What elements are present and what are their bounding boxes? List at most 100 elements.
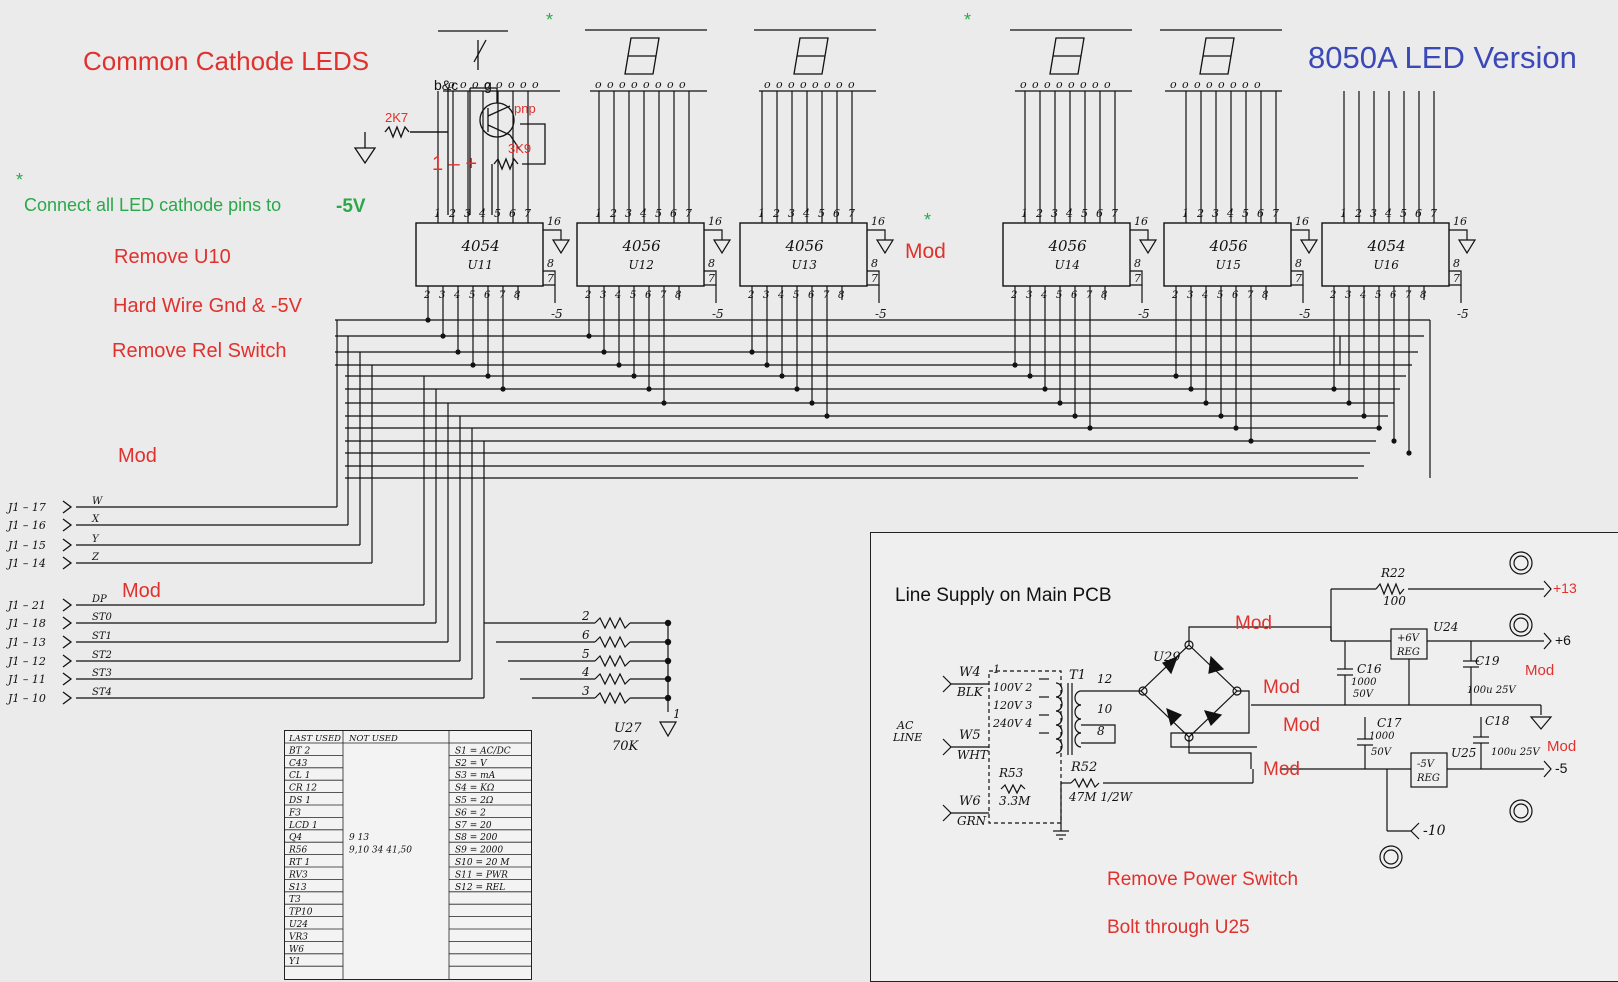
ic-pin-number: 7 xyxy=(1111,207,1118,220)
digit-pin-label: o xyxy=(532,78,539,91)
star-marker: * xyxy=(16,170,24,190)
ic-pin-number: 5 xyxy=(1375,290,1381,301)
table-cell: S12 = REL xyxy=(455,883,505,893)
star-marker-1: * xyxy=(546,10,554,30)
digit-pin-label: o xyxy=(619,78,626,91)
table-cell: S6 = 2 xyxy=(455,808,486,818)
table-cell: S1 = AC/DC xyxy=(455,746,511,756)
junction-dot xyxy=(779,373,785,379)
connector-signal-label: Y xyxy=(92,534,100,545)
bolt-note: Bolt through U25 xyxy=(1107,917,1250,938)
ic-pin-number: 4 xyxy=(1040,290,1047,301)
table-cell: CL 1 xyxy=(289,771,310,781)
connector-signal-label: Z xyxy=(91,552,100,563)
digit-pin-label: o xyxy=(1230,78,1237,91)
u25-label: -5V xyxy=(1417,759,1436,770)
pnp-transistor xyxy=(353,87,546,215)
ic-pin-number: 8 xyxy=(1262,290,1268,301)
digit-pin-label: o xyxy=(800,78,807,91)
ac-line-label: LINE xyxy=(892,731,922,744)
connector-signal-label: ST2 xyxy=(92,650,112,661)
output-plus6: +6 xyxy=(1555,632,1571,648)
minus-5-label: -5 xyxy=(712,307,724,321)
digit-pin-label: o xyxy=(655,78,662,91)
ic-pin-number: 7 xyxy=(660,290,667,301)
ic-pin-number: 8 xyxy=(1453,257,1460,270)
table-cell: S8 = 200 xyxy=(455,833,498,843)
ic-pin-number: 6 xyxy=(670,207,677,220)
transistor-type-label: pnp xyxy=(514,101,536,116)
table-cell: Y1 xyxy=(289,957,301,967)
ic-box xyxy=(739,222,868,287)
u27-ref: U27 xyxy=(614,721,642,736)
table-cell: S7 = 20 xyxy=(455,821,492,831)
u27-pin-number: 4 xyxy=(581,665,590,679)
table-cell: S9 = 2000 xyxy=(455,846,503,856)
connector-signal-label: W xyxy=(92,496,103,507)
ic-pin-number: 7 xyxy=(1134,272,1141,285)
ic-pin-number: 4 xyxy=(802,207,810,220)
connector-arrow xyxy=(62,672,73,686)
digit-pin-label: o xyxy=(448,78,455,91)
junction-dot xyxy=(661,400,667,406)
junction-dot xyxy=(1233,425,1239,431)
ic-pin-number: 6 xyxy=(509,207,516,220)
c18-value: 100u 25V xyxy=(1491,747,1541,758)
transformer-tap: 240V 4 xyxy=(992,717,1032,730)
ic-pin-number: 1 xyxy=(1182,207,1189,220)
line-supply-drawing: Line Supply on Main PCBACLINEW4BLKW5WHTW… xyxy=(892,551,1577,938)
wire-ref: W4 xyxy=(959,665,981,680)
minus-5-label: -5 xyxy=(1457,307,1469,321)
u27-pin-number: 6 xyxy=(582,628,590,642)
digit-pin-label: o xyxy=(460,78,467,91)
c16-value: 1000 xyxy=(1351,677,1377,688)
connector-signal-label: ST4 xyxy=(92,687,112,698)
digit-pin-label: o xyxy=(776,78,783,91)
ic-pin-number: 8 xyxy=(1420,290,1426,301)
mod-note-left-2: Mod xyxy=(122,580,161,602)
ic-ref-label: U13 xyxy=(792,258,818,272)
connect-voltage-note: -5V xyxy=(336,196,366,217)
ic-pin-number: 3 xyxy=(1026,290,1032,301)
digit-pin-label: o xyxy=(643,78,650,91)
ic-type-label: 4056 xyxy=(785,237,825,255)
minus-5-label: -5 xyxy=(875,307,887,321)
star-marker-2: * xyxy=(964,10,972,30)
table-cell: C43 xyxy=(289,759,308,769)
junction-dot xyxy=(1406,450,1412,456)
table-cell: RV3 xyxy=(288,870,308,880)
wire-color: GRN xyxy=(957,814,987,828)
ic-pin-number: 16 xyxy=(708,215,722,228)
ic-pin-number: 7 xyxy=(1272,207,1279,220)
table-cell: T3 xyxy=(289,895,301,905)
ic-pin-number: 16 xyxy=(871,215,885,228)
ic-pin-number: 2 xyxy=(1010,290,1017,301)
ic-pin-number: 2 xyxy=(448,207,456,220)
ic-pin-number: 16 xyxy=(547,215,561,228)
ic-pin-number: 1 xyxy=(595,207,602,220)
connector-pin-label: J1 – 16 xyxy=(6,519,46,532)
digit-pin-label: o xyxy=(1104,78,1111,91)
ic-pin-number: 3 xyxy=(1212,207,1219,220)
digit-pin-label: o xyxy=(607,78,614,91)
ic-pin-number: 4 xyxy=(777,290,784,301)
table-cell: S3 = mA xyxy=(455,771,496,781)
junction-dot xyxy=(586,333,592,339)
u27-value: 70K xyxy=(612,739,640,754)
ic-pin-number: 16 xyxy=(1134,215,1148,228)
hard-wire-note: Hard Wire Gnd & -5V xyxy=(113,295,302,317)
ic-box xyxy=(576,222,705,287)
ic-pin-number: 8 xyxy=(1101,290,1107,301)
ic-ref-label: U12 xyxy=(629,258,654,272)
table-cell: DS 1 xyxy=(288,796,311,806)
connector-pin-label: J1 – 18 xyxy=(6,617,46,630)
u27-common-pin: 1 xyxy=(673,707,681,721)
connector-signal-label: ST0 xyxy=(92,612,113,623)
ic-pin-number: 6 xyxy=(1257,207,1264,220)
ic-pin-number: 2 xyxy=(1196,207,1204,220)
supply-title: Line Supply on Main PCB xyxy=(895,585,1112,606)
junction-dot xyxy=(616,362,622,368)
ic-ref-label: U15 xyxy=(1216,258,1241,272)
ic-pin-number: 1 xyxy=(1021,207,1028,220)
